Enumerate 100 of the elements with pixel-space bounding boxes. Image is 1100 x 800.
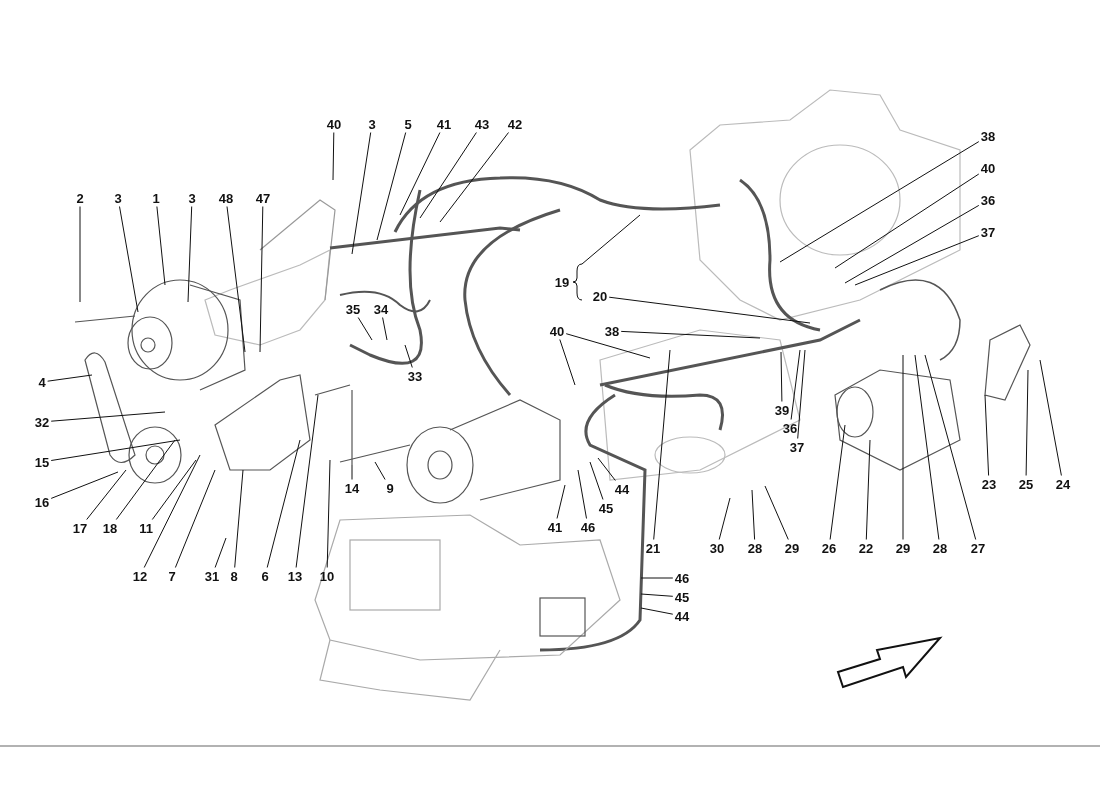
leader-line bbox=[50, 439, 181, 461]
callout-number: 17 bbox=[71, 520, 89, 536]
leader-line bbox=[295, 394, 319, 568]
leader-line bbox=[374, 461, 386, 480]
callout-number: 2 bbox=[75, 190, 85, 206]
leader-line bbox=[924, 354, 977, 540]
callout-number: 36 bbox=[781, 420, 799, 436]
leader-line bbox=[790, 349, 801, 420]
leader-line bbox=[834, 173, 980, 269]
leader-line bbox=[226, 206, 246, 353]
leader-line bbox=[597, 457, 616, 481]
leader-line bbox=[865, 439, 871, 540]
leader-line bbox=[156, 206, 166, 286]
callout-number: 9 bbox=[385, 480, 395, 496]
callout-number: 3 bbox=[187, 190, 197, 206]
callout-number: 46 bbox=[579, 519, 597, 535]
leader-line bbox=[151, 459, 197, 520]
leader-line bbox=[1039, 359, 1062, 476]
leader-line bbox=[589, 461, 604, 500]
callout-number: 4 bbox=[37, 374, 47, 390]
callout-number: 30 bbox=[708, 540, 726, 556]
callout-number: 19 bbox=[553, 274, 571, 290]
leader-line bbox=[404, 344, 413, 368]
callout-number: 10 bbox=[318, 568, 336, 584]
leader-line bbox=[259, 206, 264, 353]
leader-line bbox=[854, 235, 980, 286]
callout-number: 43 bbox=[473, 116, 491, 132]
leader-line bbox=[914, 354, 940, 540]
leader-line bbox=[50, 471, 119, 499]
callout-number: 26 bbox=[820, 540, 838, 556]
callout-number: 20 bbox=[591, 288, 609, 304]
leader-line bbox=[119, 206, 139, 313]
callout-number: 6 bbox=[260, 568, 270, 584]
leader-line bbox=[214, 537, 227, 568]
leader-line bbox=[326, 459, 331, 568]
callout-number: 44 bbox=[673, 608, 691, 624]
leader-line bbox=[50, 411, 166, 422]
leader-line bbox=[653, 349, 671, 540]
leader-line bbox=[351, 464, 353, 480]
callout-number: 46 bbox=[673, 570, 691, 586]
callout-number: 31 bbox=[203, 568, 221, 584]
leader-line bbox=[174, 469, 216, 568]
callout-number: 38 bbox=[979, 128, 997, 144]
leader-line bbox=[829, 424, 846, 540]
callout-number: 40 bbox=[548, 323, 566, 339]
leader-line bbox=[351, 132, 372, 255]
callout-number: 44 bbox=[613, 481, 631, 497]
leader-line bbox=[764, 485, 789, 540]
callout-number: 7 bbox=[167, 568, 177, 584]
callout-number: 15 bbox=[33, 454, 51, 470]
callout-number: 41 bbox=[435, 116, 453, 132]
callout-number: 23 bbox=[980, 476, 998, 492]
callout-number: 37 bbox=[788, 439, 806, 455]
leader-line bbox=[86, 469, 127, 520]
callout-number: 34 bbox=[372, 301, 390, 317]
leader-line bbox=[751, 489, 756, 540]
callout-number: 38 bbox=[603, 323, 621, 339]
leader-line bbox=[439, 132, 509, 223]
leader-line bbox=[577, 469, 587, 519]
callout-number: 40 bbox=[979, 160, 997, 176]
leader-line bbox=[79, 206, 81, 303]
callout-number: 32 bbox=[33, 414, 51, 430]
leader-line bbox=[902, 354, 904, 540]
leader-line bbox=[357, 317, 373, 341]
callout-number: 41 bbox=[546, 519, 564, 535]
leader-line bbox=[572, 214, 641, 301]
callout-number: 3 bbox=[113, 190, 123, 206]
leader-line bbox=[608, 296, 811, 324]
callout-number: 40 bbox=[325, 116, 343, 132]
leader-line bbox=[844, 204, 980, 284]
callout-number: 45 bbox=[673, 589, 691, 605]
callout-number: 11 bbox=[138, 520, 154, 536]
leader-line bbox=[115, 439, 176, 520]
leader-line bbox=[565, 333, 651, 359]
callout-number: 33 bbox=[406, 368, 424, 384]
callout-number: 28 bbox=[931, 540, 949, 556]
callout-number: 45 bbox=[597, 500, 615, 516]
callout-number: 28 bbox=[746, 540, 764, 556]
leader-line bbox=[234, 469, 244, 568]
leader-line bbox=[559, 339, 576, 386]
callout-number: 29 bbox=[894, 540, 912, 556]
callout-number: 22 bbox=[857, 540, 875, 556]
callout-number: 35 bbox=[344, 301, 362, 317]
callout-number: 8 bbox=[229, 568, 239, 584]
callout-number: 24 bbox=[1054, 476, 1072, 492]
leader-line bbox=[556, 484, 566, 519]
leader-line bbox=[640, 577, 674, 579]
leader-line bbox=[718, 497, 731, 540]
callout-number: 21 bbox=[644, 540, 662, 556]
leader-line bbox=[984, 394, 990, 476]
callout-number: 29 bbox=[783, 540, 801, 556]
leader-line bbox=[779, 141, 980, 263]
callout-number: 16 bbox=[33, 494, 51, 510]
callout-number: 25 bbox=[1017, 476, 1035, 492]
callout-number: 1 bbox=[151, 190, 161, 206]
leader-line bbox=[376, 132, 407, 241]
leader-line bbox=[143, 454, 201, 568]
leader-line bbox=[419, 132, 477, 219]
callout-number: 42 bbox=[506, 116, 524, 132]
leader-line bbox=[187, 206, 193, 303]
